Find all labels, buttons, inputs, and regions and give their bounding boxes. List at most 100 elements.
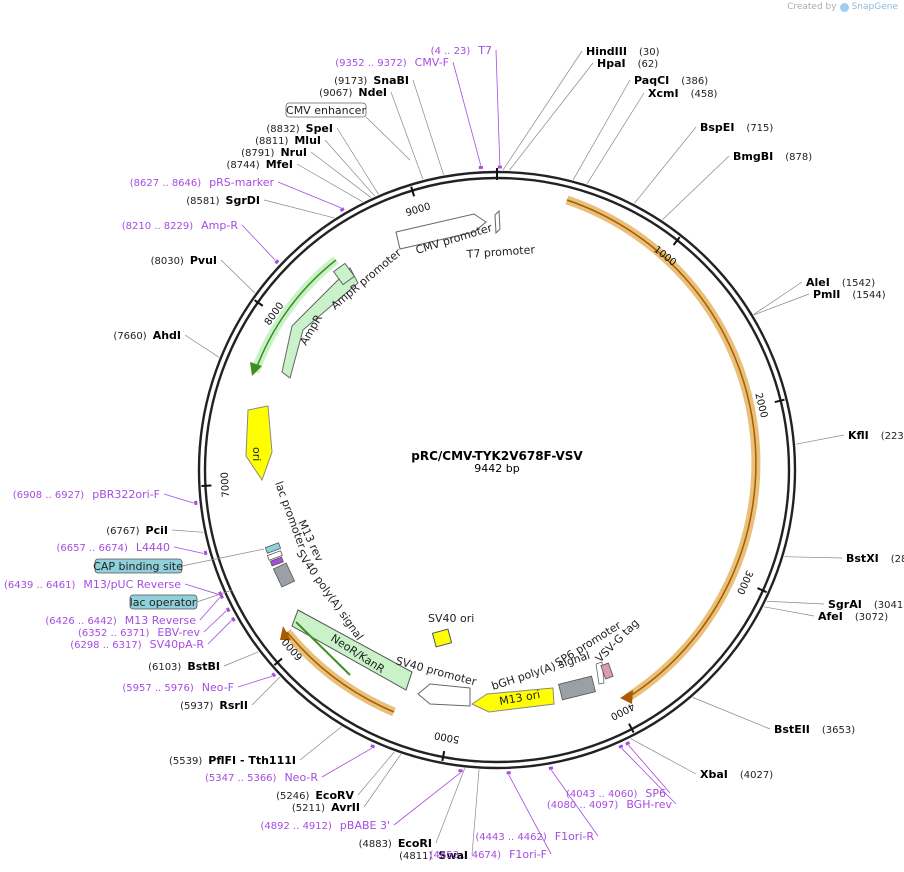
site-label: BstXI(2801) — [846, 552, 904, 565]
primer-leader-line — [628, 744, 671, 794]
site-paqci: PaqCI(386) — [572, 74, 708, 181]
site-leader-line — [251, 676, 281, 706]
site-label: (9067)NdeI — [319, 86, 387, 99]
site-leader-line — [435, 768, 466, 844]
cmv-enhancer-box: CMV enhancer — [285, 102, 411, 161]
site-ahdi: (7660)AhdI — [113, 329, 220, 358]
site-leader-line — [692, 697, 771, 730]
site-bstxi: BstXI(2801) — [784, 552, 904, 565]
ampr-arrow-head — [250, 362, 262, 376]
site-spei: (8832)SpeI — [266, 122, 379, 195]
site-leader-line — [662, 155, 730, 221]
tick-label: 4000 — [608, 700, 636, 722]
bgh-polya-feature — [558, 675, 596, 701]
primer-bar — [219, 594, 224, 600]
site-leader-line — [586, 92, 645, 185]
site-leader-line — [753, 293, 810, 316]
primer-l4440: (6657 .. 6674)L4440 — [56, 541, 204, 554]
primer-label: (4653 .. 4674)F1ori-F — [430, 848, 547, 861]
primer-t7: (4 .. 23)T7 — [431, 44, 501, 166]
site-label: (4811)SwaI — [399, 849, 468, 862]
orf-arc-line — [566, 199, 757, 699]
tick-mark — [410, 186, 416, 197]
primer-label: (8627 .. 8646)pRS-marker — [130, 176, 275, 189]
primer-bar — [271, 672, 277, 678]
site-rsrii: (5937)RsrII — [180, 676, 281, 712]
lac-operator-box: lac operator — [129, 589, 233, 610]
ampr-promoter-feature — [332, 262, 356, 286]
site-label: AleI(1542) — [806, 276, 875, 289]
site-mfei: (8744)MfeI — [226, 158, 363, 203]
label-sv40-ori: SV40 ori — [428, 612, 474, 625]
site-leader-line — [184, 334, 220, 358]
site-xcmi: XcmI(458) — [586, 87, 718, 185]
primer-label: (6657 .. 6674)L4440 — [56, 541, 170, 554]
primer-leader-line — [277, 181, 342, 209]
primer-leader-line — [508, 774, 552, 855]
tick-mark — [672, 236, 681, 246]
credit-created-by: Created by — [787, 2, 837, 12]
site-ecorv: (5246)EcoRV — [276, 751, 395, 802]
label-ori: ori — [250, 447, 263, 461]
ampr-arc-line — [254, 259, 337, 373]
sv40-promoter-feature — [417, 683, 471, 707]
primer-leader-line — [241, 224, 276, 261]
sv40-polya-feature — [272, 562, 296, 588]
primer-labels: (4 .. 23)T7(9352 .. 9372)CMV-F(8627 .. 8… — [4, 44, 677, 861]
neor-line — [295, 621, 351, 676]
site-leader-line — [572, 79, 631, 181]
site-avrii: (5211)AvrII — [292, 753, 402, 814]
primer-label: (4080 .. 4097)BGH-rev — [547, 798, 673, 811]
site-label: (8030)PvuI — [151, 254, 217, 267]
orf-arc — [565, 195, 761, 702]
cmv-promoter-feature — [395, 213, 487, 250]
primer-prs-marker: (8627 .. 8646)pRS-marker — [130, 176, 342, 209]
primer-bar — [274, 259, 280, 265]
credit-brand: SnapGene — [851, 2, 898, 12]
site-leader-line — [324, 139, 375, 197]
plasmid-size: 9442 bp — [474, 462, 519, 475]
primer-label: (4892 .. 4912)pBABE 3' — [261, 819, 391, 832]
site-leader-line — [634, 126, 697, 204]
site-label: PaqCI(386) — [634, 74, 708, 87]
primer-leader-line — [393, 772, 461, 826]
site-bstbi: (6103)BstBI — [148, 651, 259, 673]
site-label: (8581)SgrDI — [186, 194, 260, 207]
site-leader-line — [795, 434, 845, 445]
site-label: AfeI(3072) — [818, 610, 888, 623]
primer-leader-line — [207, 620, 232, 645]
site-label: (8744)MfeI — [226, 158, 293, 171]
primer-leader-line — [621, 748, 677, 805]
site-label: (8832)SpeI — [266, 122, 333, 135]
site-pcii: (6767)PciI — [106, 524, 204, 537]
site-leader-line — [471, 769, 480, 856]
site-label: KflI(2231) — [848, 429, 904, 442]
site-label: (7660)AhdI — [113, 329, 181, 342]
site-leader-line — [763, 606, 815, 617]
primer-label: (4443 .. 4462)F1ori-R — [475, 830, 594, 843]
site-leader-line — [753, 281, 803, 315]
primer-leader-line — [550, 769, 599, 837]
restriction-site-labels: HindIII(30)HpaI(62)PaqCI(386)XcmI(458)Bs… — [106, 45, 904, 862]
site-snabi: (9173)SnaBI — [334, 74, 444, 175]
primer-label: (5347 .. 5366)Neo-R — [205, 771, 318, 784]
site-label: HpaI(62) — [597, 57, 658, 70]
site-leader-line — [220, 259, 256, 294]
site-leader-line — [784, 556, 843, 559]
sv40-ori-feature — [431, 628, 453, 648]
ampr-feature — [281, 267, 359, 379]
primer-f1ori-f: (4653 .. 4674)F1ori-F — [430, 774, 552, 861]
cap-binding-site-label: CAP binding site — [93, 560, 183, 573]
primer-m13-reverse: (6426 .. 6442)M13 Reverse — [45, 597, 221, 627]
primer-f1ori-r: (4443 .. 4462)F1ori-R — [475, 769, 599, 843]
site-leader-line — [363, 753, 402, 808]
lac-promoter-feature — [266, 550, 283, 561]
primer-label: (6439 .. 6461)M13/pUC Reverse — [4, 578, 181, 591]
site-alei: AleI(1542) — [753, 276, 875, 315]
primer-sv40pa-r: (6298 .. 6317)SV40pA-R — [70, 620, 232, 651]
site-leader-line — [336, 127, 379, 195]
site-label: BmgBI(878) — [733, 150, 812, 163]
site-label: (5937)RsrII — [180, 699, 248, 712]
site-sgrdi: (8581)SgrDI — [186, 194, 335, 219]
tick-mark — [254, 299, 264, 307]
